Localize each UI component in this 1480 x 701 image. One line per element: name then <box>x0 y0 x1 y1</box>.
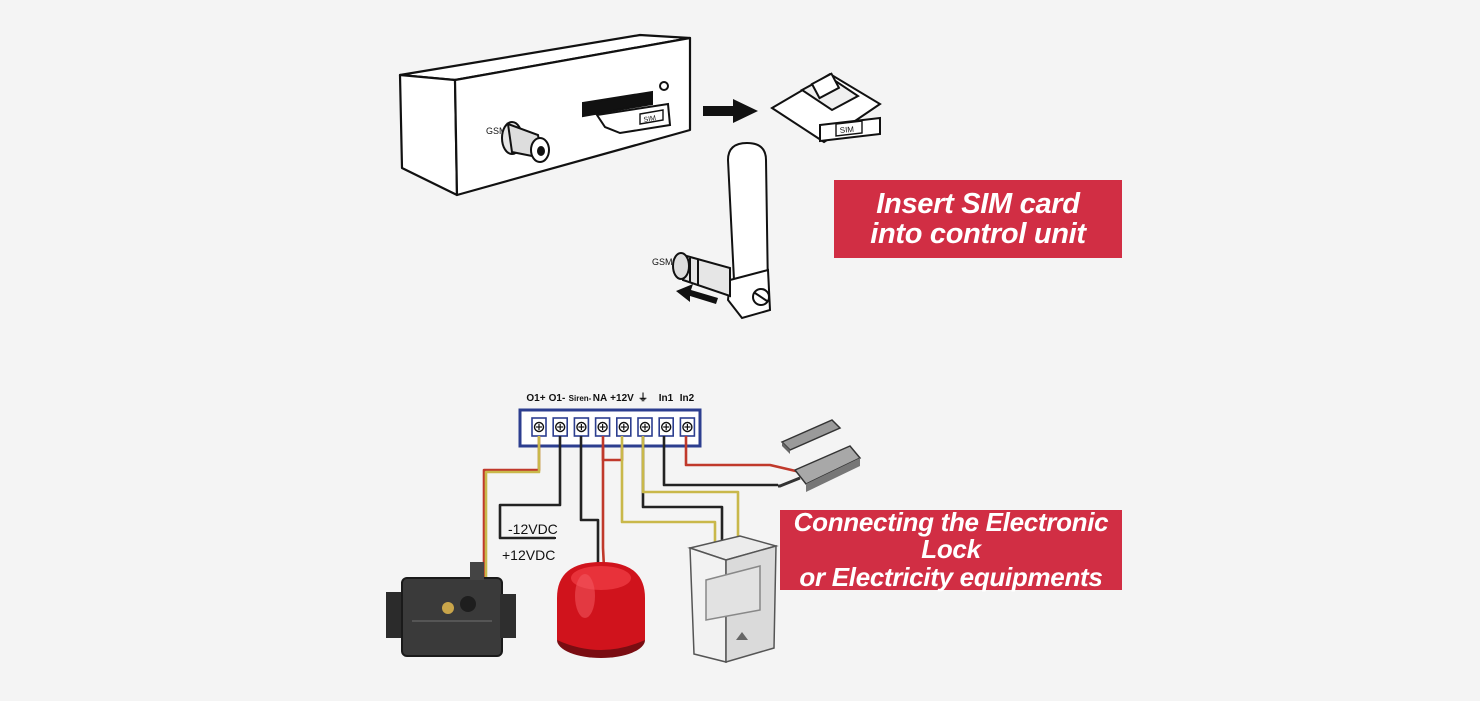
led-indicator <box>659 81 669 91</box>
arrow-left-icon <box>676 284 718 304</box>
sim-card-label: SIM <box>839 125 854 135</box>
terminal-label: ⏚ <box>638 392 648 404</box>
positive-voltage-label: +12VDC <box>502 547 555 563</box>
terminal-label: O1- <box>549 393 566 404</box>
banner-line: into control unit <box>870 218 1086 250</box>
gsm-port-label: GSM <box>486 126 507 136</box>
arrow-right-icon <box>703 99 758 123</box>
gsm-port: GSM <box>486 121 550 163</box>
sim-slot: SIM <box>582 81 672 135</box>
negative-voltage-label: -12VDC <box>508 521 558 537</box>
door-contact-sensor <box>778 419 862 492</box>
power-labels: -12VDC +12VDC <box>502 521 558 563</box>
insert-sim-banner: Insert SIM card into control unit <box>834 180 1122 258</box>
antenna: GSM <box>652 141 772 320</box>
control-unit-left-face <box>398 73 459 197</box>
control-unit <box>398 33 692 197</box>
terminal-label: Siren- <box>569 394 592 403</box>
connecting-lock-banner: Connecting the Electronic Lock or Electr… <box>780 507 1122 592</box>
electric-lock <box>386 562 516 657</box>
control-unit-front-face <box>453 36 692 197</box>
key-hole-icon <box>442 602 454 614</box>
pir-motion-sensor <box>687 535 779 663</box>
terminal-label: In2 <box>680 393 695 404</box>
wires <box>482 436 801 580</box>
banner-line: Connecting the Electronic Lock <box>793 507 1109 565</box>
banner-line: or Electricity equipments <box>799 561 1103 592</box>
siren-strobe <box>557 562 645 658</box>
terminal-label: NA <box>593 393 607 404</box>
terminal-label: O1+ <box>526 393 545 404</box>
slot-label: SIM <box>643 115 657 124</box>
terminal-block: O1+ O1-Siren-NA+12V ⏚ In1 In2 <box>518 392 702 448</box>
sim-card: SIM <box>770 72 882 144</box>
terminal-label: In1 <box>659 393 674 404</box>
terminal-label: +12V <box>610 393 634 404</box>
terminal-labels: O1+ O1-Siren-NA+12V ⏚ In1 In2 <box>526 392 694 404</box>
banner-line: Insert SIM card <box>876 187 1080 220</box>
antenna-port-label: GSM <box>652 257 673 267</box>
